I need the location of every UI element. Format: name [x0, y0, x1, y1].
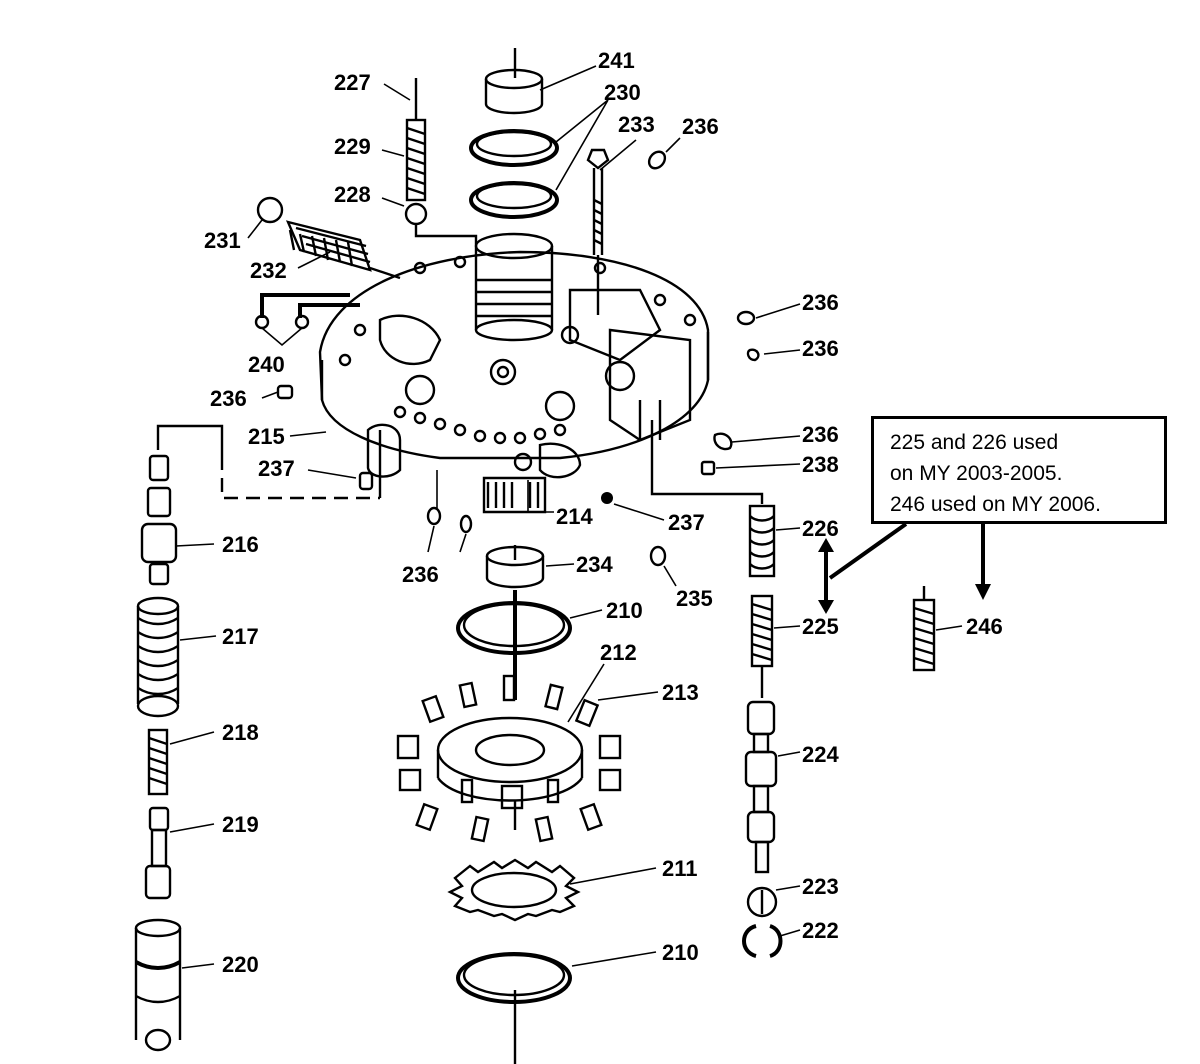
part-236-bottom-plugs: [426, 470, 473, 553]
callout-236: 236: [802, 336, 839, 361]
part-217-spring: [136, 596, 180, 718]
part-211-star-ring: [447, 858, 581, 922]
callout-217: 217: [222, 624, 259, 649]
callout-labels: 241 230 233 236 227 229 228 231 232 236 …: [204, 48, 1003, 977]
callout-234: 234: [576, 552, 613, 577]
part-210-ring-top: [456, 601, 572, 655]
callout-230: 230: [604, 80, 641, 105]
part-236-plug-left: [276, 384, 294, 400]
callout-235: 235: [676, 586, 713, 611]
part-246-spring: [912, 586, 936, 672]
callout-218: 218: [222, 720, 259, 745]
callout-212: 212: [600, 640, 637, 665]
part-214-drive-gear: [482, 452, 547, 514]
callout-228: 228: [334, 182, 371, 207]
part-235-plug: [649, 545, 667, 567]
part-224-valve: [744, 666, 778, 874]
callout-215: 215: [248, 424, 285, 449]
part-225-spring: [750, 594, 774, 668]
callout-214: 214: [556, 504, 593, 529]
part-231-232-filter: [256, 196, 401, 280]
part-233-bolt: [586, 148, 610, 315]
callout-237: 237: [258, 456, 295, 481]
part-236-plug-top: [647, 150, 667, 170]
callout-227: 227: [334, 70, 371, 95]
body-holes: [338, 255, 697, 445]
part-222-retainer: [742, 924, 783, 958]
callout-236: 236: [682, 114, 719, 139]
callout-236: 236: [402, 562, 439, 587]
callout-219: 219: [222, 812, 259, 837]
callout-236: 236: [210, 386, 247, 411]
callout-216: 216: [222, 532, 259, 557]
callout-246: 246: [966, 614, 1003, 639]
callout-232: 232: [250, 258, 287, 283]
callout-210: 210: [606, 598, 643, 623]
part-212-rotor: [436, 716, 584, 810]
model-year-note: 225 and 226 used on MY 2003-2005. 246 us…: [871, 416, 1167, 524]
note-line-3: 246 used on MY 2006.: [890, 493, 1101, 516]
note-line-1: 225 and 226 used: [890, 431, 1059, 454]
part-215-pump-body: [318, 232, 710, 479]
callout-238: 238: [802, 452, 839, 477]
part-227-229-228-assembly: [404, 78, 478, 246]
callout-236: 236: [802, 290, 839, 315]
part-213-vanes: [396, 674, 622, 843]
part-218-spring: [147, 728, 169, 796]
callout-233: 233: [618, 112, 655, 137]
callout-236: 236: [802, 422, 839, 447]
part-230-seal-rings: [469, 129, 559, 219]
part-210-ring-bottom: [456, 952, 572, 1004]
callout-226: 226: [802, 516, 839, 541]
callout-241: 241: [598, 48, 635, 73]
right-valve-connector: [650, 420, 764, 504]
part-236-plugs-right: [700, 310, 760, 476]
callout-224: 224: [802, 742, 839, 767]
left-valve-connector: [156, 424, 382, 500]
callout-211: 211: [662, 856, 698, 881]
part-220-valve: [134, 918, 182, 1052]
leader-lines: [169, 65, 963, 969]
callout-231: 231: [204, 228, 241, 253]
callout-240: 240: [248, 352, 285, 377]
callout-229: 229: [334, 134, 371, 159]
callout-223: 223: [802, 874, 839, 899]
callout-237: 237: [668, 510, 705, 535]
part-226-spring: [748, 504, 776, 578]
note-arrows: [818, 522, 991, 614]
part-241-bushing: [484, 68, 544, 115]
callout-210: 210: [662, 940, 699, 965]
part-240-plugs: [254, 293, 360, 347]
part-237-pins: [358, 471, 613, 504]
part-223-plug: [746, 886, 778, 918]
callout-220: 220: [222, 952, 259, 977]
callout-222: 222: [802, 918, 839, 943]
callout-213: 213: [662, 680, 699, 705]
part-219-valve: [144, 806, 172, 900]
part-216-valve: [140, 454, 178, 586]
part-234-bushing: [485, 545, 545, 589]
note-line-2: on MY 2003-2005.: [890, 462, 1063, 485]
callout-225: 225: [802, 614, 839, 639]
